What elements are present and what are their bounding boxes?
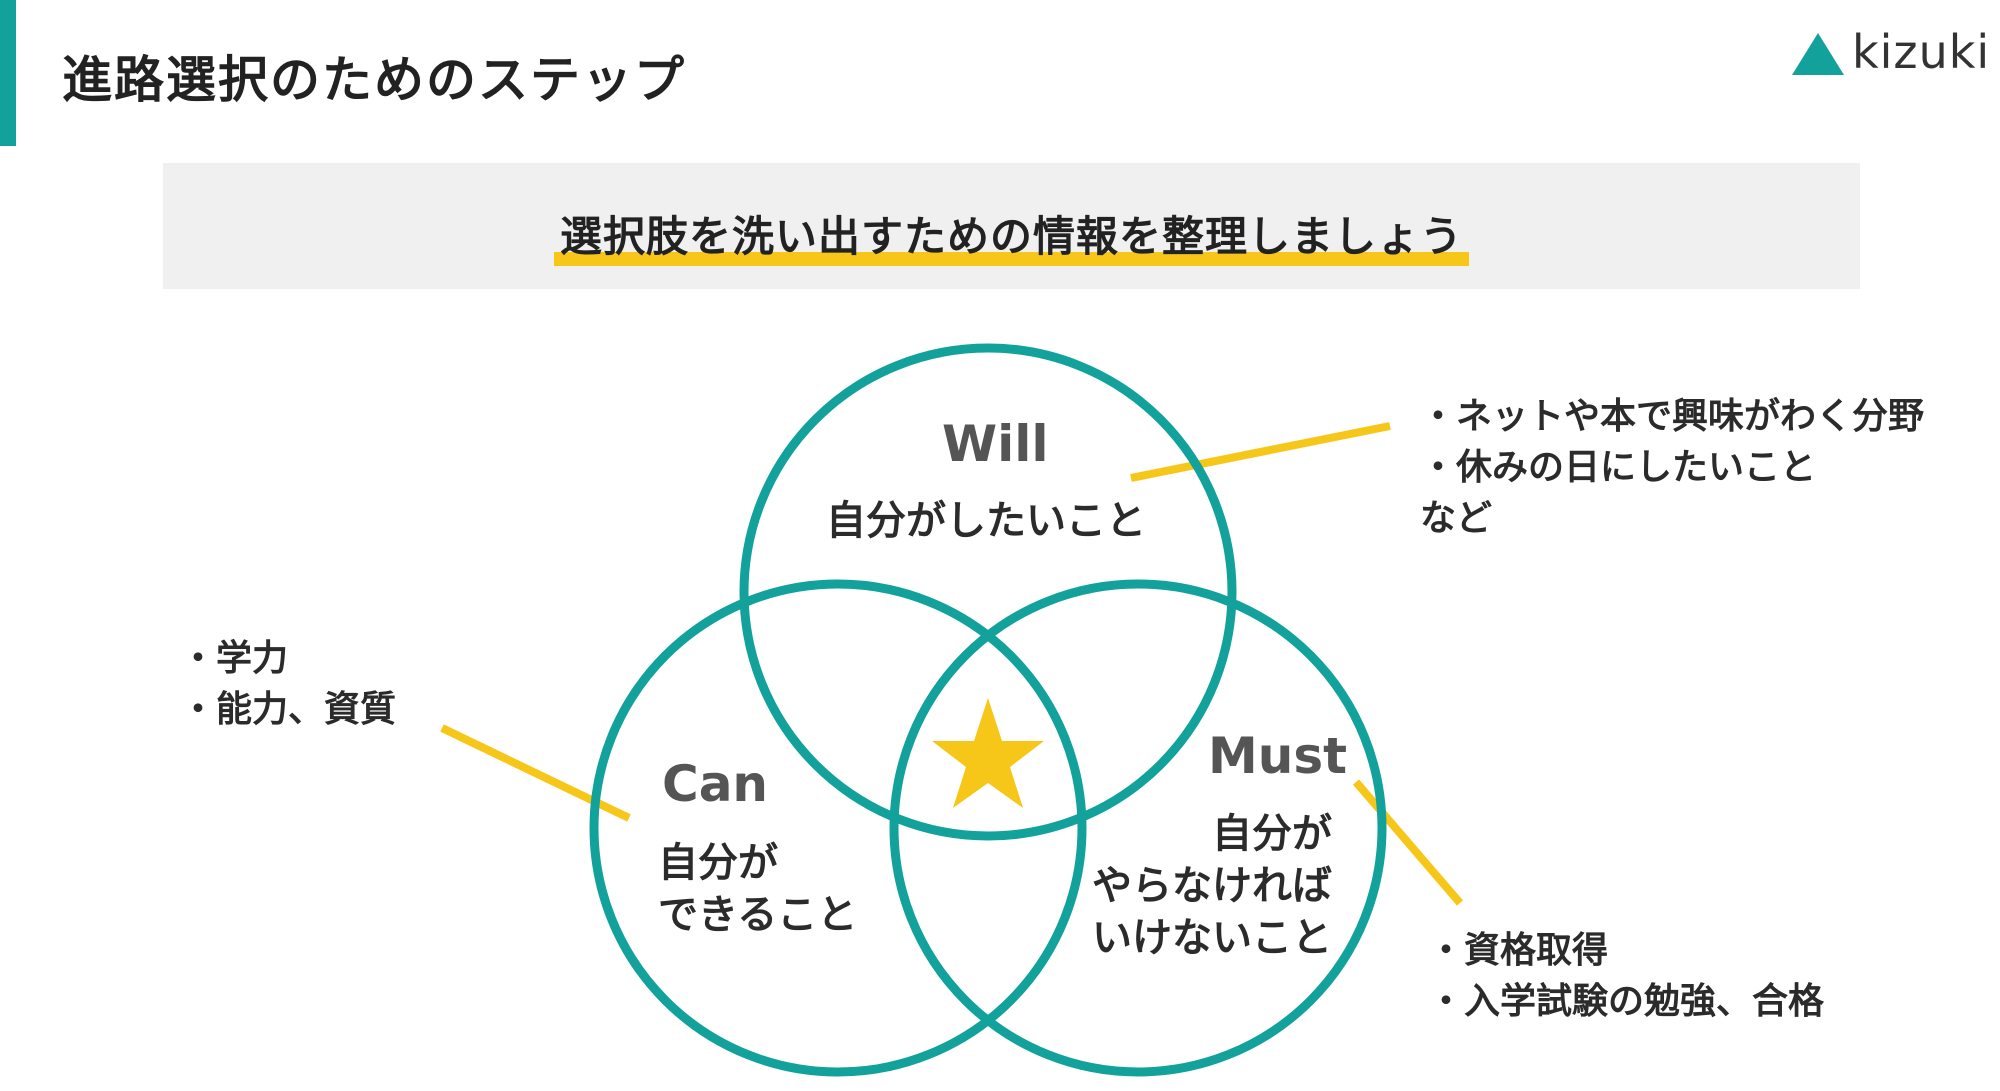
- instruction-banner: 選択肢を洗い出すための情報を整理しましょう: [163, 163, 1860, 289]
- can-note-1: ・学力: [180, 638, 289, 679]
- must-circle: [889, 579, 1387, 1077]
- star-icon: [932, 698, 1044, 808]
- logo-text: kizuki: [1852, 25, 1991, 79]
- can-title: Can: [662, 755, 769, 813]
- will-description: 自分がしたいこと: [826, 498, 1146, 544]
- can-notes: ・学力 ・能力、資質: [180, 633, 396, 735]
- will-leader-line: [1130, 422, 1391, 482]
- will-notes: ・ネットや本で興味がわく分野 ・休みの日にしたいこと など: [1420, 391, 1924, 544]
- will-note-3: など: [1420, 498, 1493, 539]
- must-leader-line: [1352, 779, 1464, 906]
- will-note-2: ・休みの日にしたいこと: [1420, 447, 1817, 488]
- must-title: Must: [1208, 727, 1348, 785]
- banner-text: 選択肢を洗い出すための情報を整理しましょう: [553, 203, 1469, 266]
- title-accent-bar: [0, 0, 16, 146]
- can-desc-line-2: できること: [658, 892, 858, 938]
- must-notes: ・資格取得 ・入学試験の勉強、合格: [1428, 925, 1824, 1027]
- will-note-1: ・ネットや本で興味がわく分野: [1420, 396, 1925, 437]
- must-note-2: ・入学試験の勉強、合格: [1428, 981, 1825, 1022]
- banner-text-wrapper: 選択肢を洗い出すための情報を整理しましょう: [163, 203, 1860, 266]
- page-title: 進路選択のためのステップ: [62, 51, 686, 109]
- can-circle: [589, 579, 1087, 1077]
- brand-logo: kizuki: [1792, 22, 1990, 82]
- must-desc-line-3: いけないこと: [1092, 915, 1332, 961]
- will-circle: [739, 343, 1237, 841]
- can-note-2: ・能力、資質: [180, 689, 397, 730]
- must-desc-line-1: 自分が: [1212, 811, 1332, 857]
- must-description: 自分が やらなければ いけないこと: [1092, 808, 1332, 964]
- can-desc-line-1: 自分が: [658, 840, 778, 886]
- triangle-logo-icon: [1792, 33, 1844, 75]
- must-desc-line-2: やらなければ: [1092, 863, 1332, 909]
- will-title: Will: [942, 415, 1049, 473]
- can-description: 自分が できること: [658, 837, 857, 941]
- must-note-1: ・資格取得: [1428, 930, 1609, 971]
